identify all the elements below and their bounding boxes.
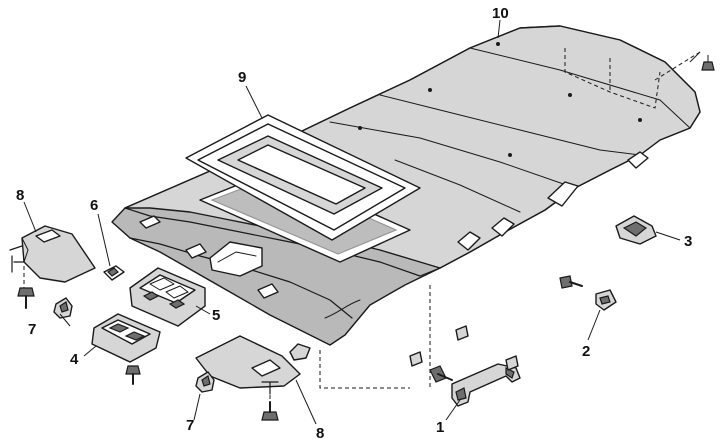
sunroof-frame [185,114,421,241]
visor-holder [103,265,125,281]
visor-screw-right [261,388,279,421]
callout-8-right: 8 [316,425,324,441]
assist-grip-bolt [429,365,453,383]
callout-7-right: 7 [186,417,194,434]
rear-clip [701,55,715,71]
callout-9: 9 [238,69,246,86]
callout-7-left: 7 [28,321,36,338]
map-lamp-assembly [129,267,206,327]
visor-screw-left [17,266,35,309]
callout-2: 2 [582,343,590,360]
assist-grip-cap-left [409,351,423,367]
visor-hook-right [195,371,215,393]
coat-hook-screw [559,275,583,289]
dome-light-screw [125,365,141,385]
callout-labels: 1 2 3 4 5 6 7 7 8 8 9 10 [16,5,692,441]
assist-grip-cap-right [505,355,519,371]
callout-8-left: 8 [16,187,24,204]
rear-lamp [615,215,657,245]
dome-light [91,313,161,363]
headliner-panel [111,25,701,390]
coat-hook [595,289,617,311]
assist-grip [451,363,521,407]
callout-3: 3 [684,233,692,250]
callout-1: 1 [436,419,444,436]
visor-clip-socket [289,343,311,361]
callout-5: 5 [212,307,220,324]
callout-10: 10 [492,5,509,22]
callout-6: 6 [90,197,98,214]
leader-lines [23,19,681,425]
grip-clip-upper [455,325,469,341]
visor-hook-left [53,297,73,319]
callout-4: 4 [70,351,79,368]
sun-visor-left [9,225,96,283]
